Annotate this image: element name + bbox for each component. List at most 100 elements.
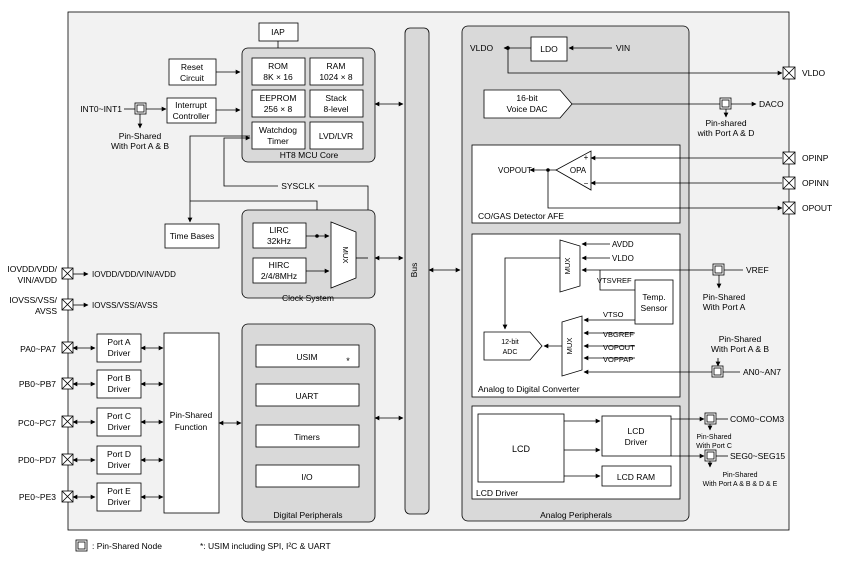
svg-text:LCD Driver: LCD Driver [476, 488, 518, 498]
svg-text:With Port A & B: With Port A & B [711, 344, 769, 354]
svg-text:Watchdog: Watchdog [259, 125, 297, 135]
svg-text:Driver: Driver [108, 497, 131, 507]
svg-text:With Port A: With Port A [703, 302, 746, 312]
svg-text:SEG0~SEG15: SEG0~SEG15 [730, 451, 785, 461]
svg-text:Timers: Timers [294, 432, 320, 442]
co-gas-afe: OPA + − VOPOUT CO/GAS Detector AFE [471, 144, 783, 224]
svg-text:+: + [584, 153, 589, 162]
svg-text:Port E: Port E [107, 486, 131, 496]
svg-text:256 × 8: 256 × 8 [264, 104, 293, 114]
svg-text:VTSVREF: VTSVREF [597, 276, 632, 285]
pin-iovss: IOVSS/VSS/ AVSS IOVSS/VSS/AVSS [9, 295, 157, 316]
svg-text:with Port A & D: with Port A & D [697, 128, 755, 138]
svg-text:ADC: ADC [503, 349, 518, 356]
svg-text:PC0~PC7: PC0~PC7 [18, 418, 56, 428]
port-pins: PA0~PA7 PB0~PB7 PC0~PC7 PD0~PD7 PE0~PE3 [18, 341, 96, 503]
svg-text:IOVSS/VSS/AVSS: IOVSS/VSS/AVSS [92, 301, 158, 310]
svg-text:16-bit: 16-bit [516, 93, 538, 103]
svg-text:INT0~INT1: INT0~INT1 [80, 104, 122, 114]
svg-text:USIM: USIM [296, 352, 317, 362]
time-bases: Time Bases [164, 223, 220, 249]
svg-text:Driver: Driver [625, 437, 648, 447]
svg-text:Circuit: Circuit [180, 73, 205, 83]
bus: Bus [404, 27, 461, 515]
svg-text:With Port C: With Port C [696, 443, 732, 450]
svg-text:*: * [346, 356, 350, 366]
svg-text:8K × 16: 8K × 16 [263, 72, 293, 82]
adc-block: MUX AVDD VLDO VTSVREF VREF Pin-Shared Wi… [471, 233, 781, 398]
svg-text:CO/GAS Detector AFE: CO/GAS Detector AFE [478, 211, 564, 221]
svg-text:Pin-Shared: Pin-Shared [719, 334, 762, 344]
svg-text:OPINP: OPINP [802, 153, 829, 163]
svg-text:IAP: IAP [271, 27, 285, 37]
svg-text:VOPOUT: VOPOUT [498, 166, 532, 175]
svg-text:Time Bases: Time Bases [170, 231, 215, 241]
svg-text:Analog Peripherals: Analog Peripherals [540, 510, 612, 520]
svg-text:MUX: MUX [565, 338, 574, 355]
svg-text:OPOUT: OPOUT [802, 203, 832, 213]
svg-text:32kHz: 32kHz [267, 236, 291, 246]
svg-text:Pin-Shared: Pin-Shared [722, 472, 757, 479]
svg-text:Driver: Driver [108, 422, 131, 432]
svg-text:Port B: Port B [107, 373, 131, 383]
svg-text:Timer: Timer [267, 136, 289, 146]
svg-text:MUX: MUX [341, 247, 350, 264]
digital-peripherals: USIM * UART Timers I/O Digital Periphera… [241, 323, 376, 523]
svg-text:Pin-Shared: Pin-Shared [696, 434, 731, 441]
svg-text:Reset: Reset [181, 62, 204, 72]
svg-text:PB0~PB7: PB0~PB7 [19, 379, 56, 389]
svg-text:VLDO: VLDO [470, 43, 494, 53]
svg-text:VREF: VREF [746, 265, 769, 275]
svg-text:Port D: Port D [107, 449, 131, 459]
svg-text:Bus: Bus [409, 263, 419, 278]
svg-text:Controller: Controller [173, 111, 210, 121]
svg-text:1024 × 8: 1024 × 8 [319, 72, 353, 82]
svg-text:VLDO: VLDO [802, 68, 826, 78]
interrupt-controller: Interrupt Controller [166, 97, 241, 124]
svg-text:Driver: Driver [108, 384, 131, 394]
pin-int: INT0~INT1 Pin-Shared With Port A & B [80, 102, 169, 151]
svg-text:OPA: OPA [570, 166, 587, 175]
svg-text:Analog to Digital Converter: Analog to Digital Converter [478, 384, 580, 394]
svg-text:I/O: I/O [301, 472, 313, 482]
svg-text:IOVSS/VSS/: IOVSS/VSS/ [9, 295, 57, 305]
svg-text:LIRC: LIRC [269, 225, 288, 235]
svg-text:Stack: Stack [325, 93, 347, 103]
svg-text:Sensor: Sensor [641, 303, 668, 313]
clock-mux-icon [330, 221, 357, 289]
pin-iovdd: IOVDD/VDD/ VIN/AVDD IOVDD/VDD/VIN/AVDD [7, 264, 176, 285]
adc-mux2-icon [561, 315, 583, 377]
svg-text:VLDO: VLDO [612, 254, 634, 263]
svg-text:AN0~AN7: AN0~AN7 [743, 367, 781, 377]
iap-block: IAP [258, 22, 299, 58]
svg-text:LCD RAM: LCD RAM [617, 472, 655, 482]
svg-text:LVD/LVR: LVD/LVR [319, 131, 353, 141]
svg-text:12-bit: 12-bit [501, 339, 519, 346]
reset-circuit: Reset Circuit [168, 58, 241, 86]
right-pins: VLDO OPINP OPINN OPOUT [782, 66, 832, 215]
svg-text:Function: Function [175, 422, 208, 432]
svg-text:LCD: LCD [512, 444, 531, 454]
voice-dac: 16-bit Voice DAC DACO Pin-shared with Po… [483, 89, 784, 138]
svg-text:Clock System: Clock System [282, 293, 334, 303]
svg-text:UART: UART [296, 391, 319, 401]
svg-text:HT8 MCU Core: HT8 MCU Core [280, 150, 339, 160]
svg-text:With Port A & B: With Port A & B [111, 141, 169, 151]
svg-text:8-level: 8-level [323, 104, 348, 114]
port-drivers: Port A Driver Port B Driver Port C Drive… [96, 333, 164, 512]
svg-text:HIRC: HIRC [269, 260, 290, 270]
svg-text:VBGREF: VBGREF [603, 330, 634, 339]
svg-text:IOVDD/VDD/VIN/AVDD: IOVDD/VDD/VIN/AVDD [92, 270, 176, 279]
svg-text:DACO: DACO [759, 99, 784, 109]
mcu-core: ROM 8K × 16 RAM 1024 × 8 EEPROM 256 × 8 … [241, 47, 376, 163]
svg-text:PD0~PD7: PD0~PD7 [18, 455, 56, 465]
svg-text:OPINN: OPINN [802, 178, 829, 188]
svg-text:Digital Peripherals: Digital Peripherals [274, 510, 343, 520]
svg-text:VOPOUT: VOPOUT [603, 343, 635, 352]
svg-text:Port C: Port C [107, 411, 131, 421]
svg-text:RAM: RAM [327, 61, 346, 71]
svg-text:COM0~COM3: COM0~COM3 [730, 414, 784, 424]
svg-text:PA0~PA7: PA0~PA7 [20, 344, 56, 354]
svg-text:Pin-Shared: Pin-Shared [170, 410, 213, 420]
